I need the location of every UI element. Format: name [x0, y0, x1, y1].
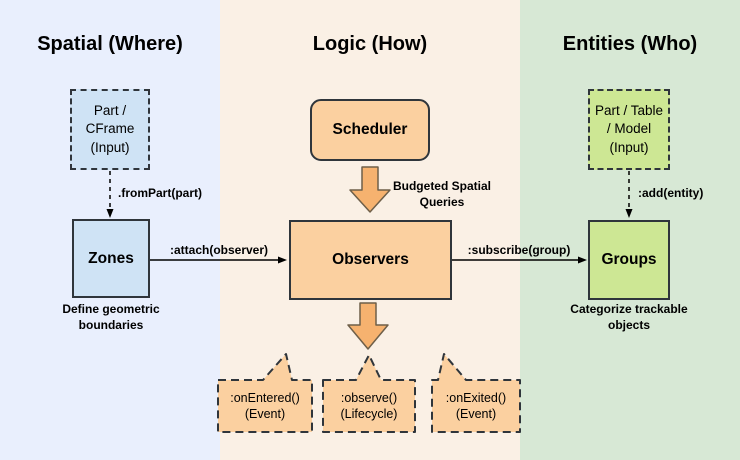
observe-callout-label: :observe() (Lifecycle)	[340, 391, 398, 421]
entities-input-label: Part / Table / Model (Input)	[594, 103, 664, 155]
entities-column-header: Entities (Who)	[562, 33, 698, 55]
groups-node: Groups	[588, 220, 670, 300]
scheduler-node: Scheduler	[310, 99, 430, 161]
observers-node: Observers	[289, 220, 452, 300]
zones-label: Zones	[88, 249, 134, 267]
scheduler-label: Scheduler	[332, 121, 408, 138]
spatial-input-label: Part / CFrame (Input)	[85, 103, 135, 155]
add-entity-edge-label: :add(entity)	[638, 186, 704, 200]
zones-caption: Define geometric boundaries	[62, 302, 160, 332]
observers-label: Observers	[332, 251, 409, 268]
spatial-column-header: Spatial (Where)	[37, 33, 183, 55]
budgeted-queries-block-arrow	[349, 166, 391, 213]
frompart-edge-label: .fromPart(part)	[118, 186, 203, 200]
logic-column-header: Logic (How)	[312, 33, 428, 55]
entities-input-node: Part / Table / Model (Input)	[588, 89, 670, 170]
subscribe-edge-label: :subscribe(group)	[467, 243, 571, 257]
observe-callout-shape	[322, 354, 416, 433]
onexited-callout-shape	[431, 353, 521, 433]
onentered-callout-label: :onEntered() (Event)	[230, 391, 300, 421]
zones-node: Zones	[72, 219, 150, 298]
observer-events-block-arrow	[347, 302, 389, 350]
budgeted-queries-label: Budgeted Spatial Queries	[392, 179, 491, 209]
onentered-callout-shape	[217, 353, 313, 433]
groups-label: Groups	[601, 251, 657, 268]
attach-edge-label: :attach(observer)	[169, 243, 269, 257]
onexited-callout-label: :onExited() (Event)	[445, 391, 507, 421]
groups-caption: Categorize trackable objects	[570, 302, 688, 332]
spatial-input-node: Part / CFrame (Input)	[70, 89, 150, 170]
